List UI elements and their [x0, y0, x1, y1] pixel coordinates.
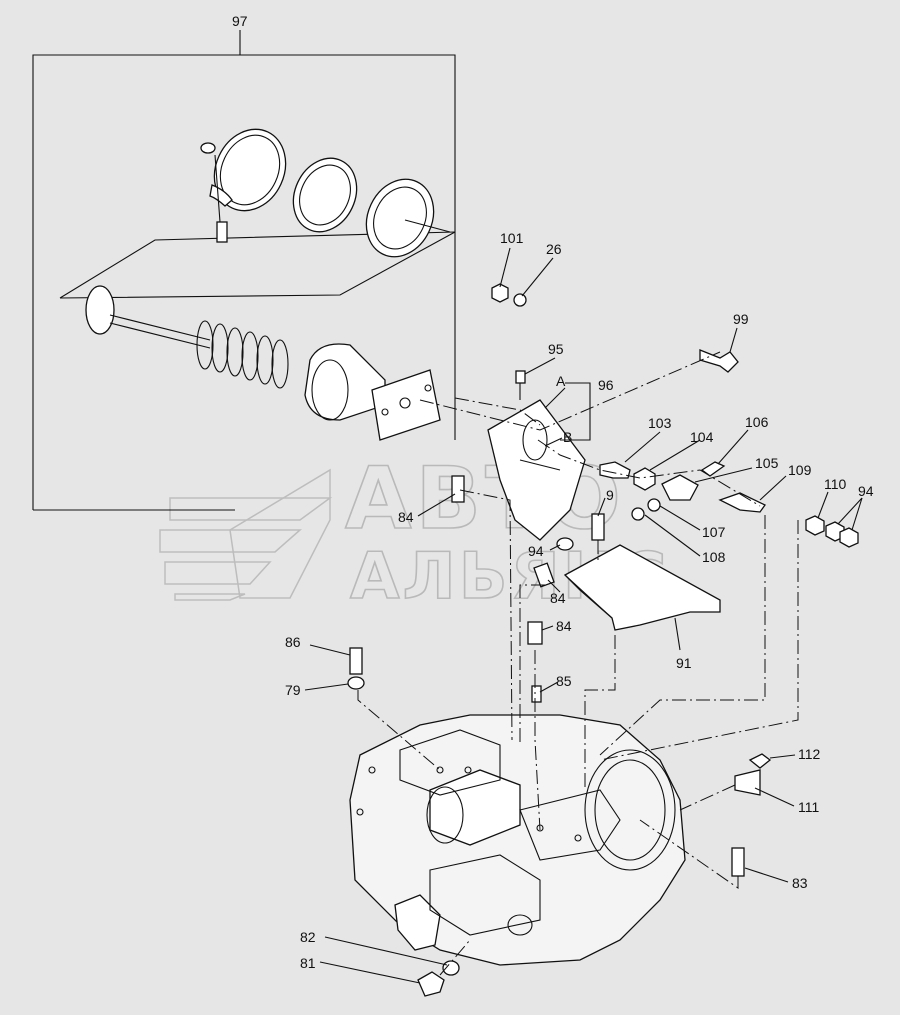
bolt-84a	[451, 475, 465, 503]
label-99: 99	[733, 311, 749, 327]
washer-108	[631, 507, 645, 521]
nut-94b	[839, 527, 859, 548]
label-96: 96	[598, 377, 614, 393]
nut-101	[491, 283, 509, 303]
clevis-105	[661, 474, 699, 501]
plate-91	[563, 544, 721, 631]
label-109: 109	[788, 462, 812, 478]
washer-107	[647, 498, 661, 512]
bolt-112	[748, 753, 772, 769]
label-104: 104	[690, 429, 714, 445]
label-108: 108	[702, 549, 726, 565]
nut-94c	[556, 537, 574, 551]
bolt-83	[731, 847, 745, 877]
label-84-left: 84	[398, 509, 414, 525]
label-79: 79	[285, 682, 301, 698]
label-103: 103	[648, 415, 672, 431]
fitting-103	[599, 461, 631, 479]
label-107: 107	[702, 524, 726, 540]
label-84-center: 84	[550, 590, 566, 606]
label-95: 95	[548, 341, 564, 357]
label-85: 85	[556, 673, 572, 689]
bolt-99	[699, 349, 739, 373]
label-91: 91	[676, 655, 692, 671]
bracket-96	[487, 370, 586, 541]
label-81: 81	[300, 955, 316, 971]
bolt-109	[718, 492, 766, 513]
label-97: 97	[232, 13, 248, 29]
label-112: 112	[798, 746, 821, 762]
label-a: A	[556, 373, 566, 389]
part-labels: 97 101 26 99 95 A 96 B 103 104 106 105 1…	[232, 13, 874, 971]
bolt-84c	[527, 621, 543, 645]
seal-rings	[200, 128, 451, 258]
leader-lines	[304, 247, 863, 984]
nut-104	[633, 467, 656, 491]
label-83: 83	[792, 875, 808, 891]
small-hardware	[347, 283, 859, 997]
label-94-center: 94	[528, 543, 544, 559]
label-84-lower: 84	[556, 618, 572, 634]
label-94-right: 94	[858, 483, 874, 499]
nut-110	[805, 515, 825, 536]
label-82: 82	[300, 929, 316, 945]
bolt-86	[349, 647, 363, 675]
washer-79	[347, 676, 365, 690]
label-106: 106	[745, 414, 769, 430]
label-101: 101	[500, 230, 524, 246]
pin-106	[700, 461, 726, 477]
pin-85	[531, 685, 542, 703]
plug-81	[417, 971, 445, 997]
washer-26	[513, 293, 527, 307]
label-b: B	[563, 429, 572, 445]
label-86: 86	[285, 634, 301, 650]
watermark-wing-icon	[159, 468, 333, 601]
assembly-lines	[357, 351, 799, 976]
label-26: 26	[546, 241, 562, 257]
label-111: 111	[798, 799, 819, 815]
diaphragm-spring-assembly	[85, 285, 441, 441]
pump-housing	[349, 714, 686, 966]
kit-97-box	[32, 30, 456, 511]
label-9: 9	[606, 487, 614, 503]
label-110: 110	[824, 476, 847, 492]
label-105: 105	[755, 455, 779, 471]
bracket-111	[734, 769, 761, 796]
bolt-9	[591, 513, 605, 541]
